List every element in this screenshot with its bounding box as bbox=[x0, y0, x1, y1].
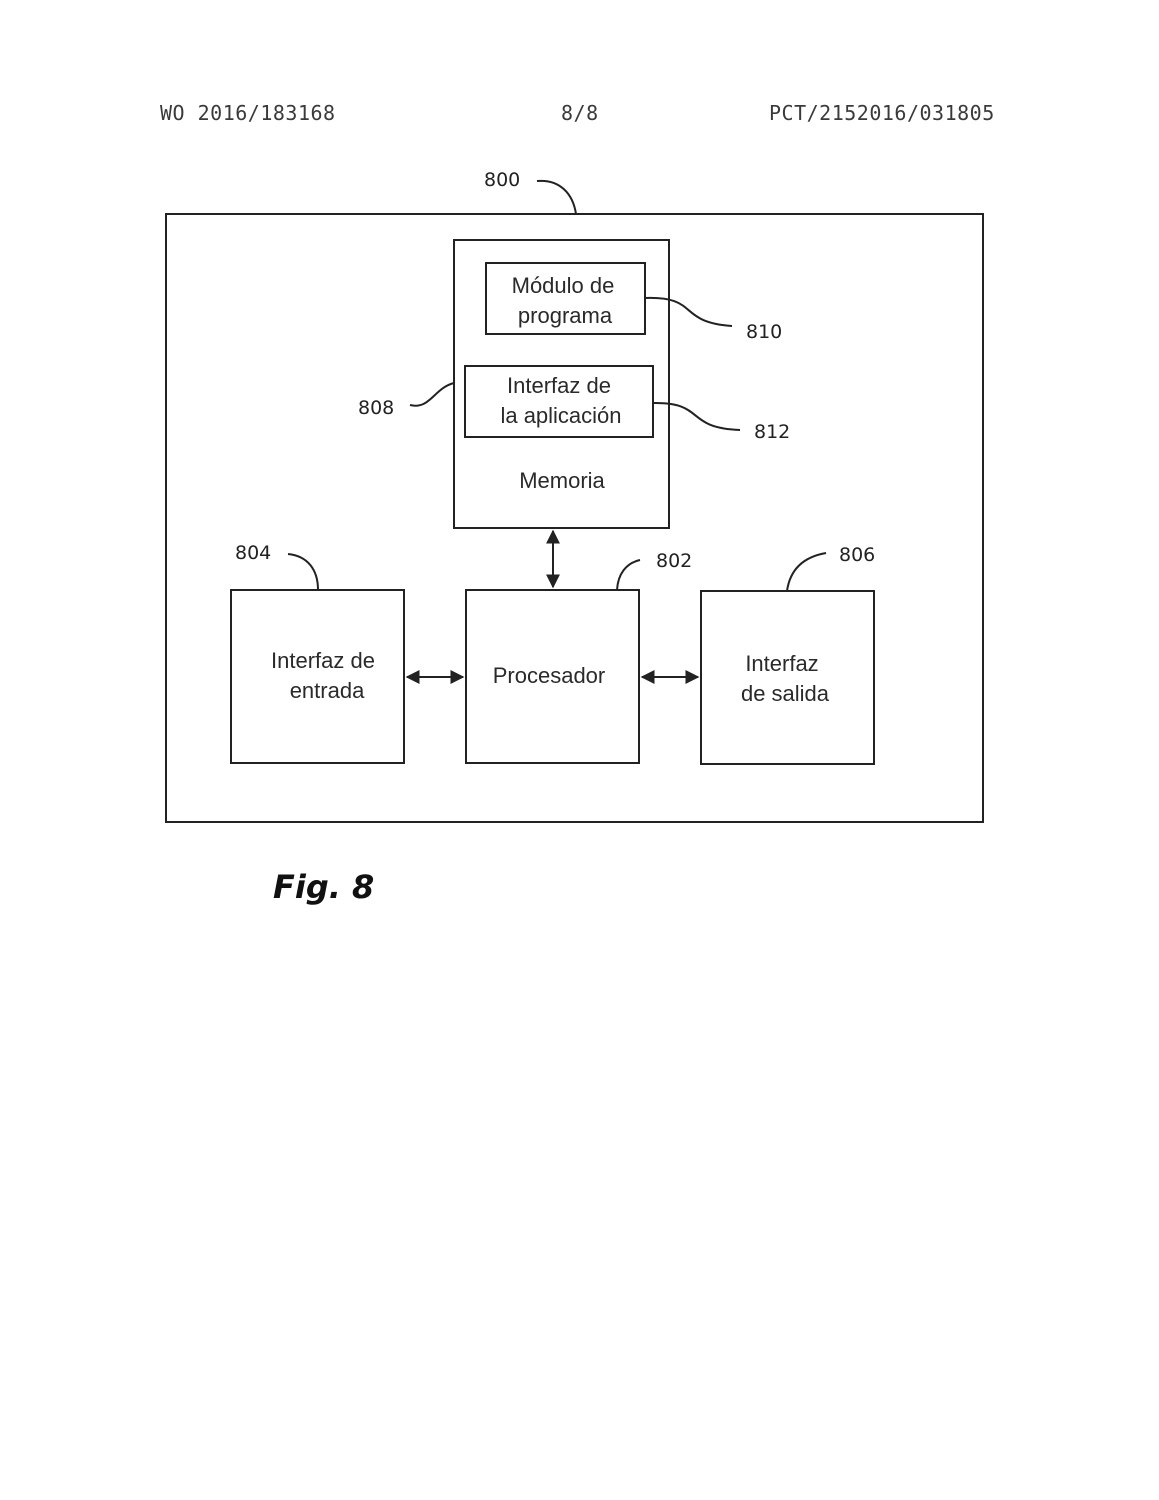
ref-802: 802 bbox=[656, 550, 692, 572]
input-interface-box bbox=[231, 590, 404, 763]
input-interface-label-line1: Interfaz de bbox=[271, 648, 375, 673]
lead-804 bbox=[288, 554, 318, 590]
ref-812: 812 bbox=[754, 421, 790, 443]
input-interface-label-line2: entrada bbox=[290, 678, 365, 703]
lead-808 bbox=[410, 383, 454, 406]
ref-810: 810 bbox=[746, 321, 782, 343]
ref-804: 804 bbox=[235, 542, 271, 564]
figure-caption: Fig. 8 bbox=[273, 868, 374, 906]
ref-808: 808 bbox=[358, 397, 394, 419]
lead-800 bbox=[537, 181, 576, 214]
program-module-label-line1: Módulo de bbox=[512, 273, 615, 298]
processor-label: Procesador bbox=[493, 663, 606, 688]
output-interface-label-line2: de salida bbox=[741, 681, 830, 706]
output-interface-label-line1: Interfaz bbox=[745, 651, 818, 676]
memory-label: Memoria bbox=[519, 468, 605, 493]
output-interface-box bbox=[701, 591, 874, 764]
ref-806: 806 bbox=[839, 544, 875, 566]
lead-812 bbox=[653, 403, 740, 430]
program-module-label-line2: programa bbox=[518, 303, 613, 328]
app-interface-label-line2: la aplicación bbox=[500, 403, 621, 428]
lead-802 bbox=[617, 560, 640, 590]
app-interface-label-line1: Interfaz de bbox=[507, 373, 611, 398]
lead-806 bbox=[787, 553, 826, 591]
ref-800: 800 bbox=[484, 169, 520, 191]
lead-810 bbox=[645, 298, 732, 326]
